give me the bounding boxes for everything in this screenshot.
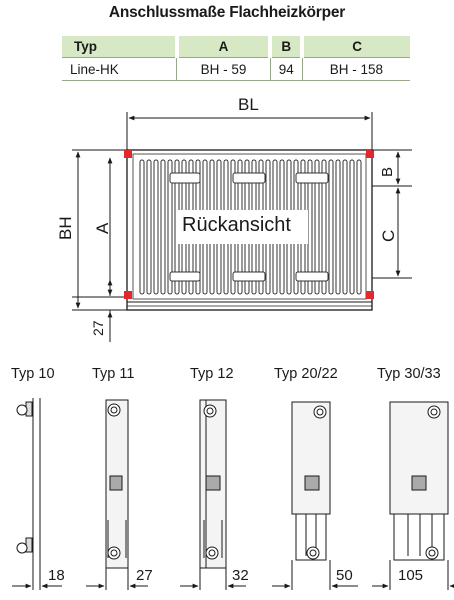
connection-markers: [124, 150, 374, 299]
typ10-label: Typ 10: [11, 366, 55, 382]
typ30-33-depth: 105: [398, 567, 424, 584]
b-label: B: [379, 166, 396, 177]
radiator-fin: [153, 159, 159, 295]
typ10-side-view: [12, 398, 62, 590]
radiator-fin: [146, 159, 152, 295]
bh-label: BH: [56, 216, 75, 240]
connection-bottom-left: [124, 291, 132, 299]
typ11-depth: 27: [136, 567, 153, 584]
typ20-22-label: Typ 20/22: [274, 366, 338, 382]
radiator-fin: [321, 159, 327, 295]
table-row: Line-HK BH - 59 94 BH - 158: [62, 57, 410, 81]
radiator-fin: [335, 159, 341, 295]
header-typ: Typ: [62, 36, 177, 58]
table-header-row: Typ A B C: [62, 36, 410, 58]
typ30-33-side-view: [372, 401, 454, 590]
radiator-fin: [356, 159, 362, 295]
dimension-table: Typ A B C Line-HK BH - 59 94 BH - 158: [62, 36, 410, 81]
radiator-fin: [342, 159, 348, 295]
radiator-fin: [167, 159, 173, 295]
typ10-depth: 18: [48, 567, 65, 584]
cell-typ: Line-HK: [62, 57, 177, 81]
bl-dimension: [126, 112, 373, 150]
header-c: C: [300, 36, 410, 58]
typ12-depth: 32: [232, 567, 249, 584]
bl-label: BL: [238, 95, 259, 114]
typ20-22-depth: 50: [336, 567, 353, 584]
radiator-fin: [349, 159, 355, 295]
typ12-label: Typ 12: [190, 366, 234, 382]
header-a: A: [174, 36, 271, 58]
typ11-side-view: [86, 399, 148, 590]
a-label: A: [93, 222, 112, 234]
typ20-22-side-view: [272, 401, 358, 590]
connection-bottom-right: [366, 291, 374, 299]
b-c-dimension: [372, 149, 412, 279]
radiator-fin: [160, 159, 166, 295]
c-label: C: [379, 229, 398, 242]
typ11-label: Typ 11: [92, 366, 135, 382]
bottom-offset-label: 27: [90, 320, 106, 336]
connection-top-left: [124, 150, 132, 158]
view-label-background: [178, 210, 308, 244]
cell-c: BH - 158: [301, 57, 410, 81]
bh-a-dimension: [72, 149, 127, 342]
page-title: Anschlussmaße Flachheizkörper: [108, 4, 346, 21]
connection-top-right: [366, 150, 374, 158]
radiator-fin: [314, 159, 320, 295]
cell-b: 94: [269, 57, 303, 81]
view-label: Rückansicht: [182, 214, 291, 236]
mounting-brackets: [169, 172, 329, 282]
typ12-side-view: [180, 399, 246, 590]
typ30-33-label: Typ 30/33: [377, 366, 441, 382]
cell-a: BH - 59: [176, 57, 271, 81]
radiator-fin: [139, 159, 145, 295]
radiator-fin: [328, 159, 334, 295]
header-b: B: [268, 36, 303, 58]
